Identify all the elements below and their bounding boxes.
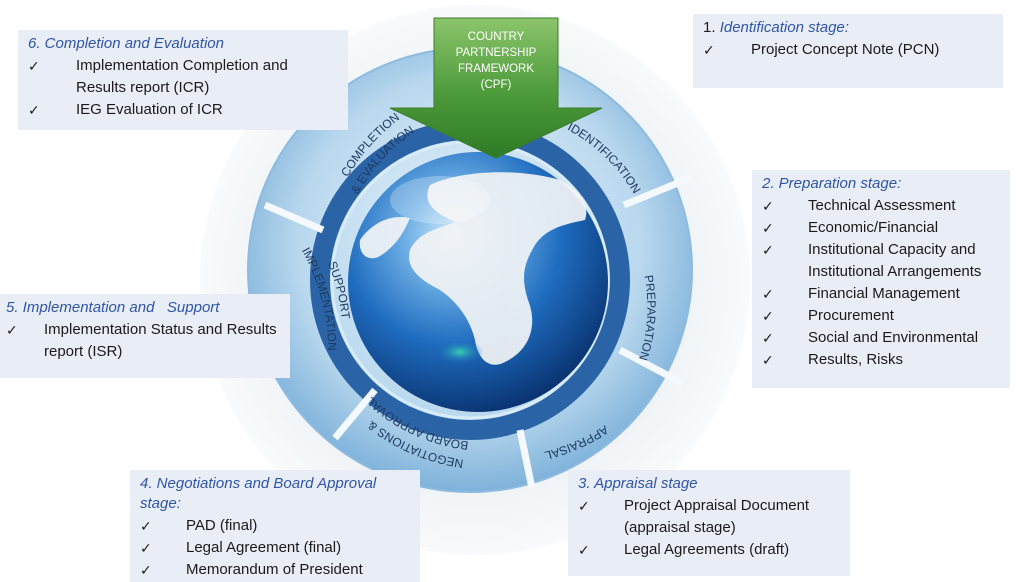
check-icon: ✓ — [140, 540, 152, 556]
list-item: ✓ Social and Environmental — [762, 327, 1006, 349]
list-item-text: Technical Assessment — [808, 197, 956, 214]
implementation-title: 5. Implementation and Support — [6, 299, 220, 316]
list-item-text: Results, Risks — [808, 351, 904, 368]
list-item: ✓ Results, Risks — [762, 349, 1006, 371]
preparation-title: 2. Preparation stage: — [762, 175, 902, 192]
check-icon: ✓ — [140, 562, 152, 578]
list-item-text: Legal Agreement (final) — [186, 539, 342, 556]
check-icon: ✓ — [6, 322, 18, 338]
cpf-line-1: COUNTRY — [468, 31, 525, 43]
list-item-text: Procurement — [808, 307, 894, 324]
list-item: ✓ Economic/Financial — [762, 217, 1006, 239]
check-icon: ✓ — [762, 198, 774, 214]
appraisal-panel: 3. Appraisal stage ✓ Project Appraisal Do… — [568, 470, 850, 576]
list-item: ✓ Project Appraisal Document (appraisal s… — [578, 495, 842, 539]
list-item: ✓ Financial Management — [762, 283, 1006, 305]
list-item-text: PAD (final) — [186, 517, 258, 534]
check-icon: ✓ — [578, 542, 590, 558]
appraisal-title: 3. Appraisal stage — [578, 475, 698, 492]
preparation-panel: 2. Preparation stage: ✓ Technical Assessm… — [752, 170, 1010, 388]
list-item: ✓ Project Concept Note (PCN) — [703, 39, 995, 61]
list-item-text: Institutional Capacity and Institutional… — [808, 241, 982, 280]
list-item-text: Implementation Completion and Results re… — [76, 57, 288, 96]
list-item: ✓ Implementation Status and Results repor… — [6, 319, 282, 363]
check-icon: ✓ — [703, 42, 715, 58]
check-icon: ✓ — [140, 518, 152, 534]
identification-title-text: Identification stage: — [719, 19, 849, 36]
check-icon: ✓ — [28, 102, 40, 118]
check-icon: ✓ — [762, 308, 774, 324]
list-item-text: Project Concept Note (PCN) — [751, 41, 940, 58]
list-item-text: Implementation Status and Results report… — [44, 321, 277, 360]
cpf-arrow: COUNTRY PARTNERSHIP FRAMEWORK (CPF) — [389, 17, 603, 159]
list-item: ✓ Implementation Completion and Results r… — [28, 55, 340, 99]
list-item: ✓ IEG Evaluation of ICR — [28, 99, 340, 121]
list-item: ✓ PAD (final) — [140, 515, 412, 537]
list-item: ✓ Memorandum of President — [140, 559, 412, 581]
list-item-text: Memorandum of President — [186, 561, 363, 578]
check-icon: ✓ — [578, 498, 590, 514]
check-icon: ✓ — [762, 286, 774, 302]
cpf-line-2: PARTNERSHIP — [456, 47, 537, 59]
identification-title: 1. Identification stage: — [703, 18, 995, 38]
check-icon: ✓ — [762, 220, 774, 236]
identification-number: 1. — [703, 19, 716, 36]
negotiations-title: 4. Negotiations and Board Approval stage… — [140, 475, 377, 512]
list-item-text: Social and Environmental — [808, 329, 979, 346]
check-icon: ✓ — [762, 242, 774, 258]
segment-dividers — [263, 174, 692, 489]
globe-highlight — [390, 176, 490, 224]
check-icon: ✓ — [762, 330, 774, 346]
list-item: ✓ Legal Agreements (draft) — [578, 539, 842, 561]
check-icon: ✓ — [28, 58, 40, 74]
identification-panel: 1. Identification stage: ✓ Project Concep… — [693, 14, 1003, 88]
implementation-panel: 5. Implementation and Support ✓ Implement… — [0, 294, 290, 378]
list-item: ✓ Procurement — [762, 305, 1006, 327]
list-item: ✓ Technical Assessment — [762, 195, 1006, 217]
list-item: ✓ Institutional Capacity and Institutiona… — [762, 239, 1006, 283]
check-icon: ✓ — [762, 352, 774, 368]
list-item: ✓ Legal Agreement (final) — [140, 537, 412, 559]
list-item-text: IEG Evaluation of ICR — [76, 101, 223, 118]
cpf-line-4: (CPF) — [481, 79, 512, 91]
cpf-line-3: FRAMEWORK — [458, 63, 534, 75]
completion-title: 6. Completion and Evaluation — [28, 35, 224, 52]
globe-landmass — [359, 172, 587, 365]
negotiations-panel: 4. Negotiations and Board Approval stage… — [130, 470, 420, 582]
list-item-text: Legal Agreements (draft) — [624, 541, 790, 558]
list-item-text: Economic/Financial — [808, 219, 939, 236]
list-item-text: Project Appraisal Document (appraisal st… — [624, 497, 810, 536]
completion-panel: 6. Completion and Evaluation ✓ Implementa… — [18, 30, 348, 130]
list-item-text: Financial Management — [808, 285, 960, 302]
ocean-green-spot — [436, 340, 484, 364]
